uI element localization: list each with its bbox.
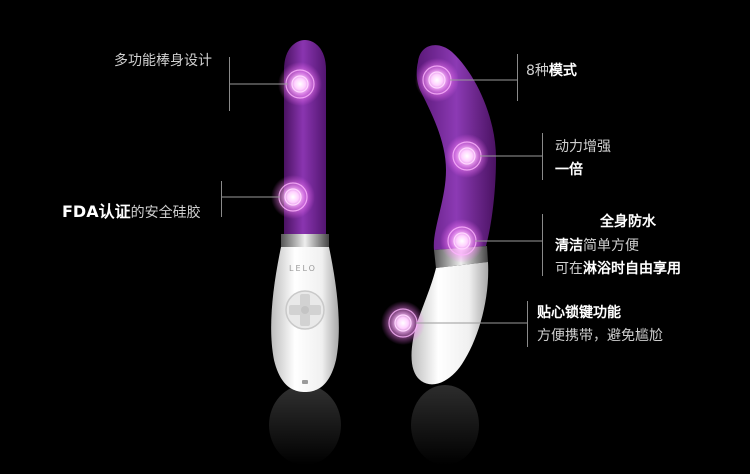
fda-strong: FDA认证: [62, 202, 131, 221]
feature-lock-title: 贴心锁键功能: [537, 305, 621, 321]
glow-ring-icon: [271, 175, 315, 219]
clean-rest: 简单方便: [583, 238, 639, 254]
shower-pre: 可在: [555, 261, 583, 277]
modes-strong: 模式: [548, 63, 577, 79]
divider: [229, 57, 230, 111]
floor-reflection: [269, 385, 341, 465]
floor-reflection-right: [411, 385, 479, 465]
feature-lock-sub: 方便携带，避免尴尬: [537, 328, 663, 344]
feature-fda-silicone: FDA认证的安全硅胶: [62, 202, 201, 223]
brand-logo: LELO: [289, 264, 317, 273]
fda-rest: 的安全硅胶: [130, 205, 201, 221]
glow-ring-icon: [381, 301, 425, 345]
charging-port: [302, 380, 308, 384]
feature-waterproof-title: 全身防水: [600, 214, 656, 230]
clean-strong: 清洁: [555, 238, 583, 254]
feature-modes: 8种模式: [526, 61, 577, 81]
cross-button-icon: [285, 290, 325, 330]
shower-strong: 淋浴时自由享用: [583, 261, 681, 277]
divider: [517, 54, 518, 101]
feature-power-line1: 动力增强: [555, 139, 611, 155]
feature-shower: 可在淋浴时自由享用: [555, 259, 681, 279]
divider: [527, 301, 528, 347]
metal-band: [281, 234, 329, 248]
divider: [542, 214, 543, 276]
leader-lines: [221, 79, 542, 324]
feature-multi-function: 多功能棒身设计: [114, 53, 212, 69]
feature-clean: 清洁简单方便: [555, 236, 639, 256]
glow-ring-icon: [440, 219, 484, 263]
divider: [221, 181, 222, 217]
feature-power-line2: 一倍: [555, 162, 583, 178]
divider: [542, 133, 543, 180]
modes-num: 8种: [526, 63, 549, 79]
